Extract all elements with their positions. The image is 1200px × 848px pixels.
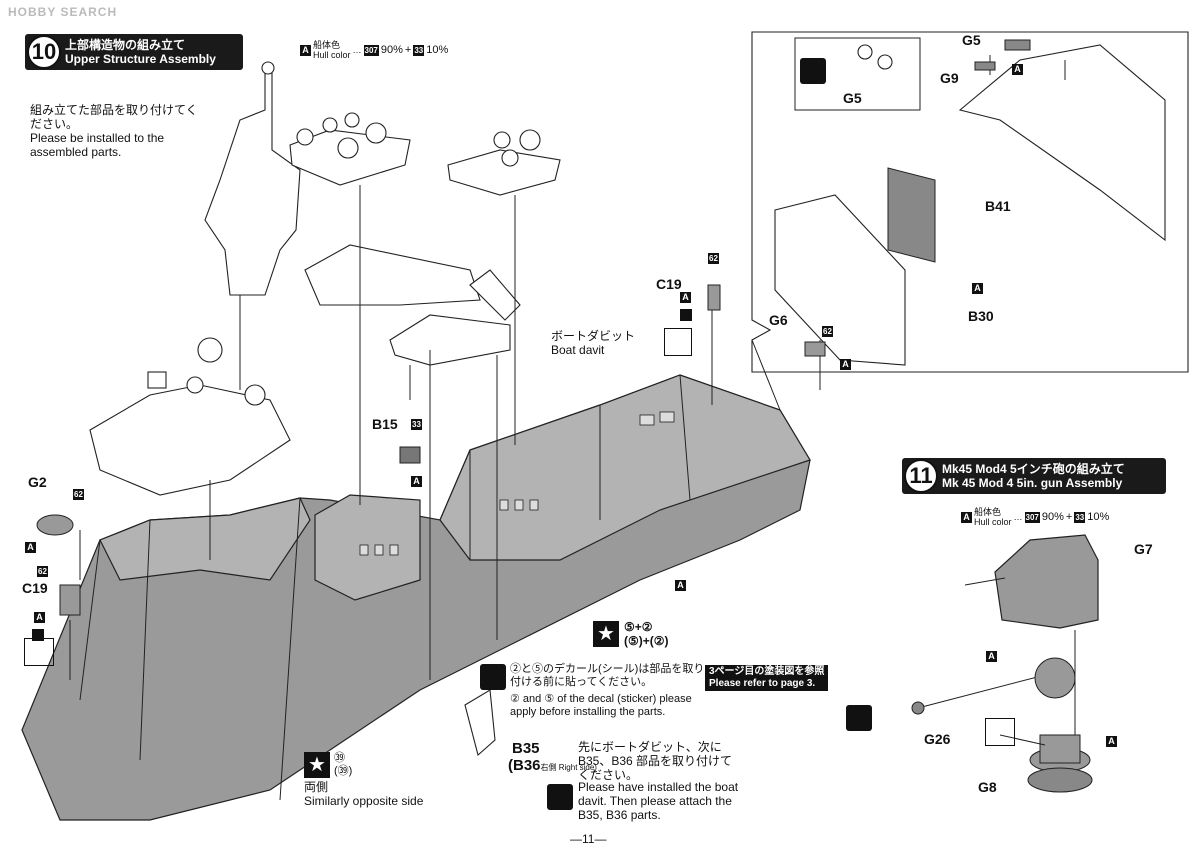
- cement-icon-2: [846, 705, 872, 731]
- label-B15: B15: [372, 416, 398, 432]
- step10-title-en: Upper Structure Assembly: [65, 52, 216, 66]
- part-G6: [804, 341, 826, 357]
- part-G9: [974, 61, 996, 71]
- part-B15: [399, 446, 421, 464]
- no-cement-icon-right: [680, 309, 692, 321]
- part-G2: [36, 514, 74, 536]
- label-G26: G26: [924, 731, 951, 747]
- opp-jp: 両側: [304, 780, 329, 794]
- label-G5-inset: G5: [843, 90, 862, 106]
- funnel-2: [447, 149, 561, 196]
- label-B41: B41: [985, 198, 1011, 214]
- label-G9: G9: [940, 70, 959, 86]
- label-B30: B30: [968, 308, 994, 324]
- part-C19-left: [59, 584, 81, 616]
- label-G5-top: G5: [962, 32, 981, 48]
- step10-instruction-jp: 組み立てた部品を取り付けてください。: [30, 103, 198, 131]
- step11-number: 11: [904, 459, 938, 493]
- label-G2: G2: [28, 474, 47, 490]
- step11-title-en: Mk 45 Mod 4 5in. gun Assembly: [942, 476, 1123, 490]
- decal-numbers: ⑤+②(⑤)+(②): [624, 620, 669, 648]
- hull-deck: [99, 497, 311, 581]
- paint-drop-icon-2: [547, 784, 573, 810]
- opp-numbers: ㊴(㊴): [334, 752, 353, 777]
- B41-panel: [887, 167, 936, 263]
- boat-davit-en: Boat davit: [551, 343, 605, 357]
- page-number: —11—: [570, 832, 607, 846]
- step10-title-jp: 上部構造物の組み立て: [65, 38, 186, 52]
- step10-number: 10: [27, 35, 61, 69]
- label-G8: G8: [978, 779, 997, 795]
- boat-deck: [304, 244, 481, 306]
- step10-instruction-en: Please be installed to the assembled par…: [30, 131, 165, 159]
- label-G6: G6: [769, 312, 788, 328]
- cement-icon: [800, 58, 826, 84]
- order-note-en: Please have installed the boat davit. Th…: [578, 780, 739, 822]
- decal-note-jp: ②と⑤のデカール(シール)は部品を取り付ける前に貼ってください。: [510, 663, 705, 688]
- label-B36: (B36右側 Right side): [508, 757, 597, 774]
- label-G7: G7: [1134, 541, 1153, 557]
- boat-davit-jp: ボートダビット: [551, 329, 636, 343]
- label-C19-left: C19: [22, 580, 48, 596]
- decal-note-en: ② and ⑤ of the decal (sticker) please ap…: [510, 693, 692, 718]
- watermark: HOBBY SEARCH: [8, 5, 118, 19]
- step11-header: 11 Mk45 Mod4 5インチ砲の組み立て Mk 45 Mod 4 5in.…: [902, 458, 1166, 494]
- paint-drop-icon: [480, 664, 506, 690]
- label-B35: B35: [512, 740, 540, 757]
- mast: [204, 69, 301, 296]
- opp-en: Similarly opposite side: [304, 794, 424, 808]
- hull-hangar: [439, 374, 811, 561]
- order-note-jp: 先にボートダビット、次にB35、B36 部品を取り付けてください。: [578, 740, 733, 782]
- bridge-assembly: [89, 384, 291, 496]
- no-glue-icon-left: [24, 638, 54, 666]
- part-B35: [464, 689, 496, 757]
- launcher: [469, 269, 521, 321]
- part-C19-right: [707, 284, 721, 311]
- no-glue-icon-right: [664, 328, 692, 356]
- step11-title-jp: Mk45 Mod4 5インチ砲の組み立て: [942, 462, 1125, 476]
- decal-star-icon: ★: [593, 621, 619, 647]
- label-C19-right: C19: [656, 276, 682, 292]
- step10-header: 10 上部構造物の組み立て Upper Structure Assembly: [25, 34, 243, 70]
- decal-star-icon-2: ★: [304, 752, 330, 778]
- no-glue-icon-gun: [985, 718, 1015, 746]
- gun-turret: [994, 534, 1099, 629]
- part-G5: [1004, 39, 1031, 51]
- boat-davit: [389, 314, 511, 366]
